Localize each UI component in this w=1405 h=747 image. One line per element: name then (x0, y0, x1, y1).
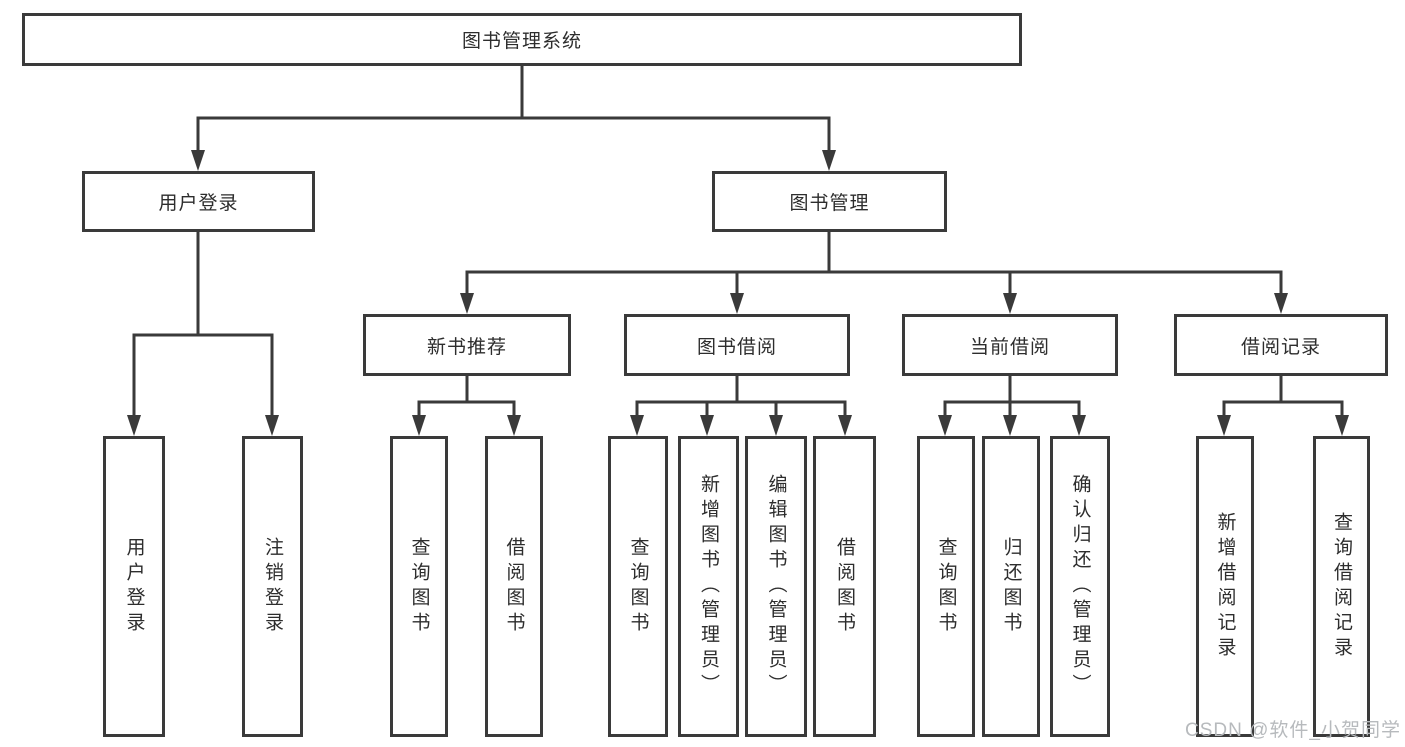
arrowhead (191, 150, 205, 171)
arrowhead (938, 415, 952, 436)
node-leaf-query-borrow-record: 查询借阅记录 (1313, 436, 1370, 737)
arrowhead (265, 415, 279, 436)
arrowhead (1003, 293, 1017, 314)
arrowhead (412, 415, 426, 436)
arrowhead (730, 293, 744, 314)
node-leaf-query-book-rec: 查询图书 (390, 436, 448, 737)
arrowhead (460, 293, 474, 314)
arrowhead (1217, 415, 1231, 436)
arrowhead (700, 415, 714, 436)
node-leaf-logout: 注销登录 (242, 436, 303, 737)
arrowhead (838, 415, 852, 436)
node-book-management: 图书管理 (712, 171, 947, 232)
arrowhead (1335, 415, 1349, 436)
arrowhead (127, 415, 141, 436)
node-user-login: 用户登录 (82, 171, 315, 232)
node-leaf-return-book: 归还图书 (982, 436, 1040, 737)
arrowhead (1003, 415, 1017, 436)
node-leaf-confirm-return-admin: 确认归还（管理员） (1050, 436, 1110, 737)
node-new-book-recommendation: 新书推荐 (363, 314, 571, 376)
node-current-borrowing: 当前借阅 (902, 314, 1118, 376)
node-leaf-borrow-book: 借阅图书 (813, 436, 876, 737)
node-leaf-add-borrow-record: 新增借阅记录 (1196, 436, 1254, 737)
node-leaf-borrow-book-rec: 借阅图书 (485, 436, 543, 737)
arrowhead (1072, 415, 1086, 436)
node-leaf-user-login: 用户登录 (103, 436, 165, 737)
node-leaf-edit-book-admin: 编辑图书（管理员） (745, 436, 807, 737)
watermark: CSDN @软件_小贺同学 (1185, 720, 1401, 741)
node-leaf-query-book-borrow: 查询图书 (608, 436, 668, 737)
node-book-borrowing: 图书借阅 (624, 314, 850, 376)
node-borrowing-records: 借阅记录 (1174, 314, 1388, 376)
node-root: 图书管理系统 (22, 13, 1022, 66)
node-leaf-add-book-admin: 新增图书（管理员） (678, 436, 739, 737)
arrowhead (507, 415, 521, 436)
arrowhead (769, 415, 783, 436)
arrowhead (1274, 293, 1288, 314)
arrowhead (630, 415, 644, 436)
node-leaf-query-book-current: 查询图书 (917, 436, 975, 737)
arrowhead (822, 150, 836, 171)
